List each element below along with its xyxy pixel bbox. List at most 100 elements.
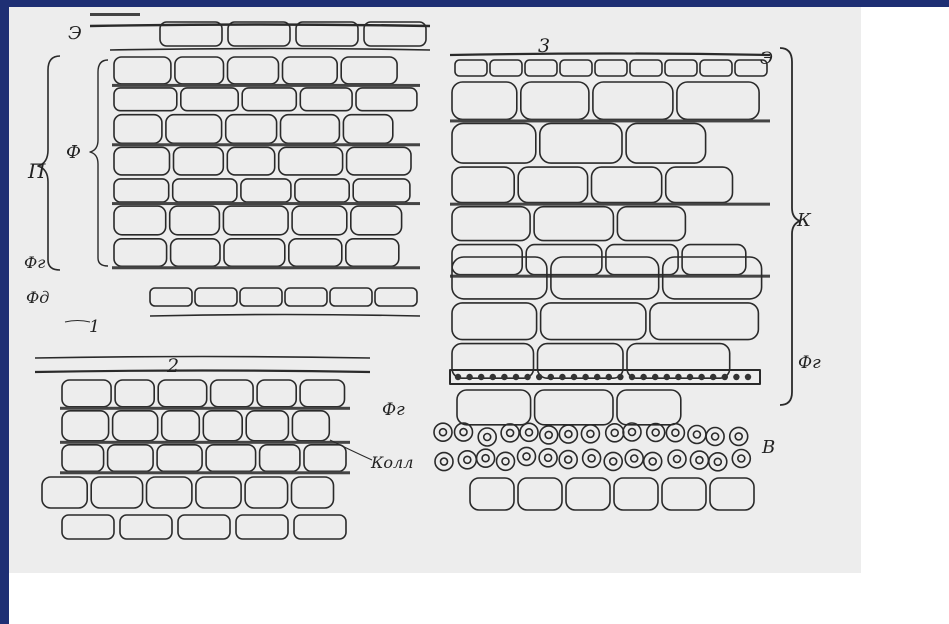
p3-phellogen-dot: [594, 374, 600, 380]
p1-cork-cell: [174, 147, 224, 175]
p3-epidermis-cell: [490, 60, 522, 76]
p3-fiber-lumen: [674, 456, 681, 463]
p2-cell: [257, 380, 296, 407]
p1-cork-cell: [114, 206, 166, 235]
p2-cell: [203, 411, 242, 441]
p2-cell: [300, 380, 344, 407]
p3-cortex-large-cell: [627, 344, 730, 379]
p2-collenchyma-cell: [42, 477, 87, 508]
p1-cork-cell: [166, 115, 222, 144]
panel-number-1: 1: [89, 317, 100, 337]
p3-fiber-lumen: [735, 433, 742, 440]
p1-cuticle: [90, 25, 430, 27]
p3-epidermis-cell: [630, 60, 662, 76]
label-phelloderm: Фд: [26, 288, 49, 307]
p3-cortex-cell: [452, 123, 536, 163]
p3-cortex-cell: [534, 207, 613, 241]
p3-fiber-lumen: [588, 455, 595, 462]
p3-bottom-cell: [470, 478, 514, 510]
p2-collenchyma-cell: [292, 477, 334, 508]
p1-cork-cell: [181, 88, 238, 111]
p3-phellogen-dot: [675, 374, 681, 380]
p2-cell: [260, 445, 300, 472]
p3-fiber-lumen: [649, 458, 656, 465]
p3-fiber-cell: [477, 449, 495, 467]
p1-cork-cell: [343, 115, 392, 144]
p3-phellogen-dot: [455, 374, 461, 380]
p3-fiber-lumen: [611, 429, 618, 436]
p2-lower-cell: [178, 515, 230, 539]
p1-cork-cell: [351, 206, 402, 235]
label-collenchyma: Колл: [370, 453, 413, 472]
p3-cortex-cell-band: [450, 119, 770, 122]
p2-cell: [246, 411, 288, 441]
p1-cork-cell: [241, 179, 291, 202]
p3-fiber-lumen: [712, 433, 719, 440]
p3-phellogen-dot: [536, 374, 542, 380]
p1-phelloderm-cell: [375, 288, 417, 306]
p3-fiber-cell: [732, 450, 750, 468]
p3-cortex-cell-band: [450, 203, 770, 206]
p3-bottom-cell: [662, 478, 706, 510]
p3-cortex-cell: [666, 167, 733, 203]
p2-cell: [113, 411, 158, 441]
p3-epidermis-cell: [665, 60, 697, 76]
p1-cork-cell: [114, 179, 169, 202]
p1-cork-cell: [173, 179, 237, 202]
p3-phellogen-dot: [559, 374, 565, 380]
p3-cortex-large-cell: [452, 344, 534, 379]
p3-fiber-cell: [709, 453, 727, 471]
p3-phellogen-dot: [629, 374, 635, 380]
p1-phelloderm-cell: [285, 288, 327, 306]
p3-fiber-cell: [539, 449, 557, 467]
p3-cortex-cell: [617, 207, 685, 241]
p1-cork-cell: [295, 179, 349, 202]
p1-cork-cell: [341, 57, 397, 84]
p1-cork-cell: [353, 179, 410, 202]
p3-fiber-lumen: [484, 434, 491, 441]
p3-fiber-lumen: [440, 429, 447, 436]
p2-cell: [304, 445, 346, 472]
p1-phelloderm-cell: [195, 288, 237, 306]
p2-lower-cell: [62, 515, 114, 539]
p2-lower-cell: [236, 515, 288, 539]
p1-cork-cell: [114, 57, 171, 84]
p1-cork-cell-band: [112, 202, 420, 205]
p3-cortex-large-cell: [538, 344, 624, 379]
p3-fiber-lumen: [464, 456, 471, 463]
p2-lower-cell: [294, 515, 346, 539]
p1-cork-cell: [175, 57, 224, 84]
p3-cortex-cell: [626, 123, 706, 163]
p1-cork-cell: [292, 206, 347, 235]
p3-cortex-cell: [540, 123, 622, 163]
p1-cork-cell: [300, 88, 352, 111]
p3-fiber-lumen: [545, 454, 552, 461]
p3-fiber-lumen: [545, 431, 552, 438]
p3-phellogen-dot: [687, 374, 693, 380]
p1-label-tick: [65, 321, 90, 323]
p3-phellogen-dot: [698, 374, 704, 380]
p1-cork-cell: [242, 88, 296, 111]
p3-fiber-cell: [647, 424, 665, 442]
p2-pointer: [330, 440, 372, 460]
p3-fiber-cell: [540, 426, 558, 444]
p3-cortex-cell: [592, 167, 662, 203]
p3-phellogen-dot: [524, 374, 530, 380]
p3-fiber-cell: [583, 449, 601, 467]
p1-cork-cell: [228, 57, 279, 84]
p3-cortex-large-cell: [452, 257, 547, 299]
p3-fiber-cell: [559, 425, 577, 443]
p3-fiber-cell: [458, 451, 476, 469]
p3-phellogen-dot: [664, 374, 670, 380]
p3-fiber-lumen: [631, 455, 638, 462]
p2-cell: [62, 445, 104, 472]
p1-cork-cell: [289, 239, 342, 266]
p3-fiber-cell: [455, 423, 473, 441]
p1-cork-cell: [170, 206, 220, 235]
panel-number-3: 3: [538, 35, 550, 57]
p3-fiber-cell: [730, 427, 748, 445]
p3-bottom-cell: [614, 478, 658, 510]
p3-epidermis-cell: [455, 60, 487, 76]
p1-cork-cell: [223, 206, 288, 235]
label-phellogen-3: Фг: [798, 353, 821, 373]
